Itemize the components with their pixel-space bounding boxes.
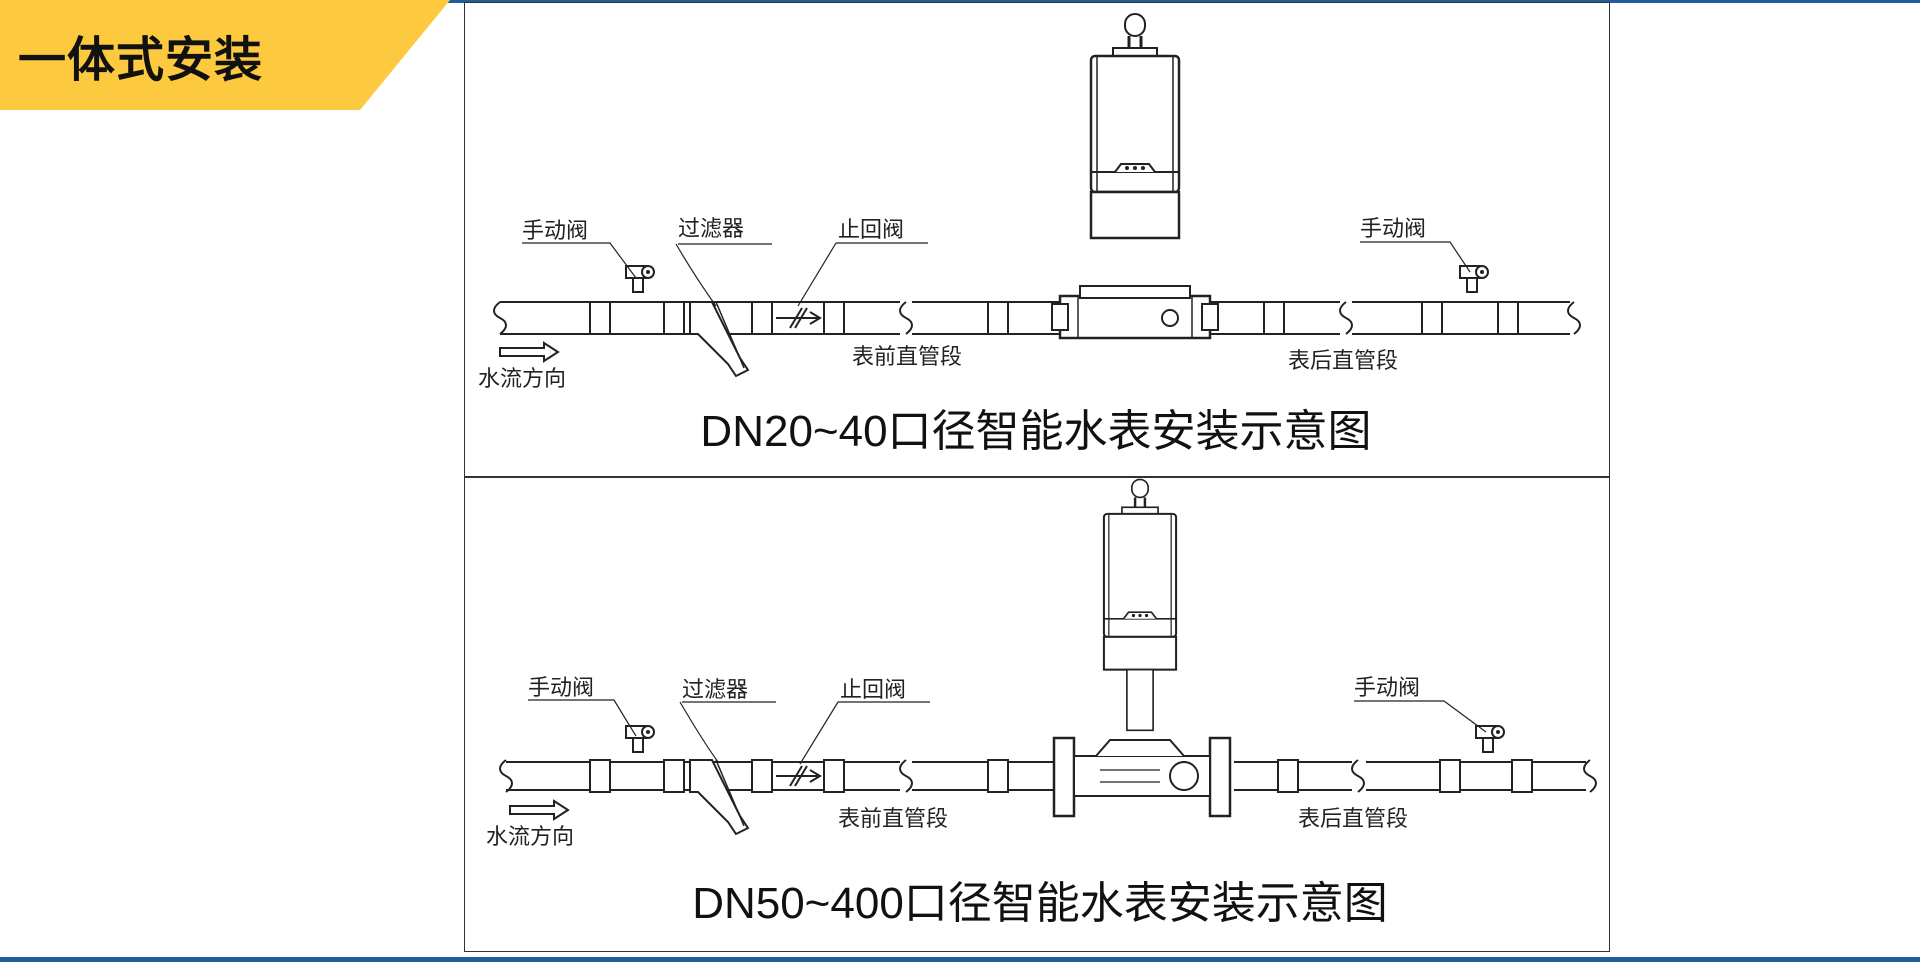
check-valve-icon <box>775 307 821 329</box>
manual-valve-icon <box>1459 265 1489 293</box>
section-banner: 一体式安装 <box>0 0 450 110</box>
label-straight-before: 表前直管段 <box>838 807 948 832</box>
pipe-line <box>500 301 1570 335</box>
manual-valve-icon <box>625 725 655 753</box>
section-title: 一体式安装 <box>18 32 264 88</box>
label-check-valve: 止回阀 <box>840 678 906 703</box>
label-manual-valve: 手动阀 <box>1360 217 1426 242</box>
diagram-divider <box>464 476 1610 478</box>
smart-meter-small-icon <box>1051 12 1219 340</box>
label-manual-valve: 手动阀 <box>522 219 588 244</box>
label-straight-after: 表后直管段 <box>1288 349 1398 374</box>
label-check-valve: 止回阀 <box>838 218 904 243</box>
flow-arrow-icon <box>499 342 559 362</box>
y-filter-icon <box>689 301 749 377</box>
label-filter: 过滤器 <box>682 678 748 703</box>
label-manual-valve: 手动阀 <box>1354 676 1420 701</box>
diagram-dn20-40: 手动阀 过滤器 止回阀 手动阀 表前直管段 表后直管段 水流方向 DN20~40… <box>478 12 1581 456</box>
label-filter: 过滤器 <box>678 217 744 242</box>
diagram-caption: DN20~40口径智能水表安装示意图 <box>700 407 1371 456</box>
smart-meter-flanged-icon <box>1052 478 1232 818</box>
diagram-caption: DN50~400口径智能水表安装示意图 <box>692 879 1388 928</box>
check-valve-icon <box>775 765 821 787</box>
y-filter-icon <box>689 759 749 835</box>
label-flow-direction: 水流方向 <box>478 367 566 392</box>
label-manual-valve: 手动阀 <box>528 676 594 701</box>
diagram-dn50-400: 手动阀 过滤器 止回阀 手动阀 表前直管段 表后直管段 水流方向 DN50~40… <box>486 478 1597 928</box>
flow-arrow-icon <box>509 800 569 820</box>
label-straight-before: 表前直管段 <box>852 345 962 370</box>
bottom-accent-line <box>0 957 1920 962</box>
manual-valve-icon <box>1475 725 1505 753</box>
label-straight-after: 表后直管段 <box>1298 807 1408 832</box>
top-accent-line <box>0 0 1920 3</box>
label-flow-direction: 水流方向 <box>486 825 574 850</box>
